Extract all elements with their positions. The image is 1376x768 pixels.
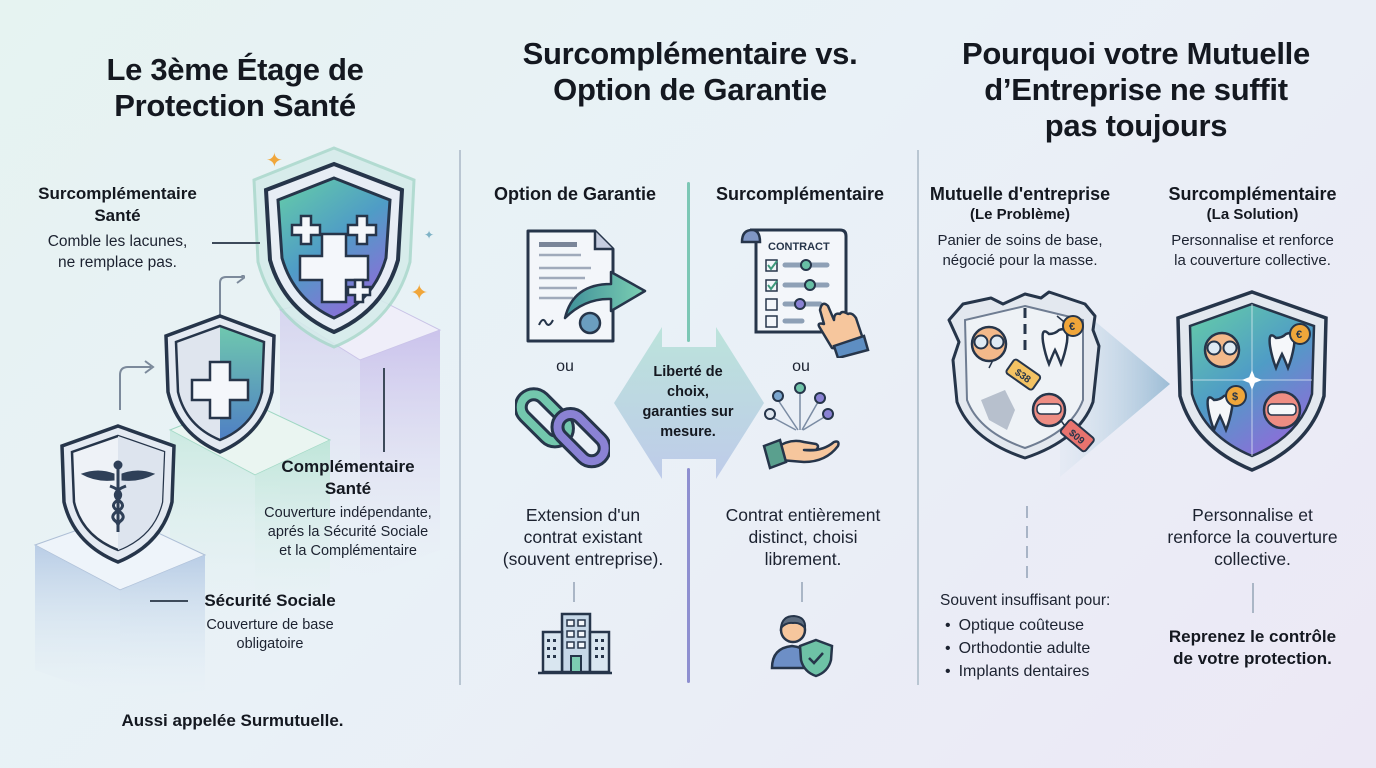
panel-divider bbox=[917, 150, 919, 685]
solution-desc: la couverture collective. bbox=[1174, 252, 1331, 269]
option-garantie-desc: Extension d'un contrat existant (souvent… bbox=[478, 504, 688, 570]
euro-symbol: € bbox=[1069, 321, 1075, 333]
tier-name: Surcomplémentaire bbox=[38, 184, 197, 203]
body-line: Personnalise et bbox=[1192, 505, 1313, 525]
tier-desc: et la Complémentaire bbox=[279, 543, 417, 559]
list-item: Implants dentaires bbox=[945, 660, 1145, 683]
sparkle-icon: ✦ bbox=[424, 228, 435, 242]
sparkle-icon: ✦ bbox=[410, 280, 429, 305]
solution-heading: Surcomplémentaire bbox=[1168, 184, 1337, 204]
surcomplementaire-desc: Contrat entièrement distinct, choisi lib… bbox=[708, 504, 898, 570]
panel2-title-line1: Surcomplémentaire vs. bbox=[522, 36, 858, 71]
dashed-connector bbox=[1026, 506, 1028, 578]
problem-subheading: (Le Problème) bbox=[969, 206, 1071, 223]
person-shield-icon bbox=[770, 614, 834, 678]
tier-desc: Comble les lacunes, bbox=[47, 233, 188, 250]
tier-desc: ne remplace pas. bbox=[58, 254, 177, 271]
office-building-icon bbox=[538, 612, 612, 675]
problem-desc: Panier de soins de base, bbox=[937, 232, 1103, 249]
center-divider-bottom bbox=[687, 468, 690, 683]
tier-complementaire: Complémentaire Santé Couverture indépend… bbox=[248, 456, 448, 561]
solution-body: Personnalise et renforce la couverture c… bbox=[1150, 504, 1355, 570]
shield-cross-icon bbox=[164, 314, 276, 454]
panel3-title-line1: Pourquoi votre Mutuelle bbox=[962, 36, 1310, 71]
solution-subheading: (La Solution) bbox=[1206, 206, 1299, 223]
solution-cta: Reprenez le contrôle de votre protection… bbox=[1150, 626, 1355, 670]
contract-label: CONTRACT bbox=[768, 241, 830, 253]
hand-options-icon bbox=[762, 382, 840, 470]
step-arrows bbox=[119, 275, 245, 410]
or-label: ou bbox=[556, 358, 574, 375]
tier-name: Complémentaire bbox=[281, 457, 415, 476]
shield-caduceus-icon bbox=[60, 424, 176, 564]
desc-line: librement. bbox=[764, 549, 842, 569]
insufficient-list: Optique coûteuse Orthodontie adulte Impl… bbox=[945, 614, 1145, 683]
tier-desc: aprés la Sécurité Sociale bbox=[267, 524, 429, 540]
panel2-title: Surcomplémentaire vs. Option de Garantie bbox=[480, 36, 900, 108]
broken-shield-icon: € $38 $09 bbox=[947, 290, 1101, 460]
sparkle-icon: ✦ bbox=[266, 150, 283, 172]
solution-header: Surcomplémentaire (La Solution) Personna… bbox=[1150, 183, 1355, 271]
complete-shield-icon: € $ bbox=[1176, 290, 1328, 472]
connector-line bbox=[1252, 583, 1254, 613]
panel2-title-line2: Option de Garantie bbox=[553, 72, 827, 107]
desc-line: (souvent entreprise). bbox=[502, 549, 664, 569]
solution-desc: Personnalise et renforce bbox=[1171, 232, 1334, 249]
panel1-footer-note: Aussi appelée Surmutuelle. bbox=[121, 711, 344, 730]
badge-line: mesure. bbox=[660, 424, 716, 440]
double-arrow-badge bbox=[614, 327, 764, 479]
panel3-title-line2: d’Entreprise ne suffit bbox=[984, 72, 1288, 107]
chain-link-icon bbox=[515, 387, 610, 469]
badge-line: choix, bbox=[667, 384, 709, 400]
connector-line bbox=[212, 242, 260, 244]
list-item: Orthodontie adulte bbox=[945, 637, 1145, 660]
tier-surcomplementaire: Surcomplémentaire Santé Comble les lacun… bbox=[30, 183, 205, 273]
list-item: Optique coûteuse bbox=[945, 614, 1145, 637]
problem-desc: négocié pour la masse. bbox=[942, 252, 1098, 269]
panel1-title-line2: Protection Santé bbox=[114, 88, 356, 123]
dollar-symbol: $ bbox=[1232, 391, 1238, 403]
panel3-title: Pourquoi votre Mutuelle d’Entreprise ne … bbox=[930, 36, 1342, 144]
tier-desc: Couverture indépendante, bbox=[264, 505, 432, 521]
document-extension-icon bbox=[526, 229, 647, 343]
tier-name: Sécurité Sociale bbox=[204, 591, 336, 610]
desc-line: Extension d'un bbox=[525, 505, 641, 525]
body-line: renforce la couverture bbox=[1167, 527, 1338, 547]
connector-line bbox=[801, 582, 803, 602]
body-line: collective. bbox=[1214, 549, 1291, 569]
euro-symbol: € bbox=[1296, 329, 1302, 341]
connector-line bbox=[573, 582, 575, 602]
option-garantie-heading: Option de Garantie bbox=[493, 184, 657, 204]
connector-line bbox=[150, 600, 188, 602]
panel3-title-line3: pas toujours bbox=[1044, 108, 1228, 143]
connector-line bbox=[383, 368, 385, 452]
cta-line: Reprenez le contrôle bbox=[1168, 627, 1337, 646]
shield-multi-cross-icon bbox=[252, 146, 416, 349]
problem-heading: Mutuelle d'entreprise bbox=[929, 184, 1111, 204]
tier-name: Santé bbox=[94, 206, 141, 225]
center-divider-top bbox=[687, 182, 690, 342]
desc-line: Contrat entièrement bbox=[725, 505, 881, 525]
tier-desc: obligatoire bbox=[236, 636, 304, 652]
problem-header: Mutuelle d'entreprise (Le Problème) Pani… bbox=[925, 183, 1115, 271]
center-badge-text: Liberté de choix, garanties sur mesure. bbox=[628, 362, 748, 442]
panel1-title: Le 3ème Étage de Protection Santé bbox=[40, 52, 430, 124]
badge-line: Liberté de bbox=[653, 364, 723, 380]
surcomplementaire-heading: Surcomplémentaire bbox=[715, 184, 885, 204]
panel-divider bbox=[459, 150, 461, 685]
desc-line: distinct, choisi bbox=[748, 527, 858, 547]
badge-line: garanties sur bbox=[642, 404, 734, 420]
panel1-title-line1: Le 3ème Étage de bbox=[106, 52, 364, 87]
tier-desc: Couverture de base bbox=[206, 617, 334, 633]
tier-name: Santé bbox=[324, 479, 372, 498]
tier-securite-sociale: Sécurité Sociale Couverture de base obli… bbox=[190, 590, 350, 654]
desc-line: contrat existant bbox=[523, 527, 643, 547]
or-label: ou bbox=[792, 358, 810, 375]
contract-checklist-icon: CONTRACT bbox=[740, 228, 870, 358]
insufficient-intro: Souvent insuffisant pour: bbox=[940, 592, 1111, 609]
cta-line: de votre protection. bbox=[1173, 649, 1332, 668]
